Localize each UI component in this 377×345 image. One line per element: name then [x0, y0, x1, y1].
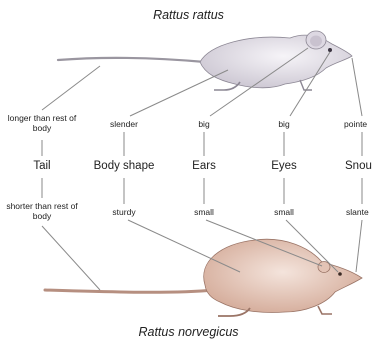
species-label-top: Rattus rattus	[0, 8, 377, 22]
norvegicus-ear	[318, 262, 330, 273]
trait-eyes: Eyes	[244, 160, 324, 172]
connector-body-top	[130, 70, 228, 116]
tail-norvegicus-desc: shorter than rest of body	[2, 202, 82, 221]
species-label-bottom: Rattus norvegicus	[0, 325, 377, 339]
connector-tail-top	[42, 66, 100, 110]
body-rattus-desc: slender	[84, 120, 164, 130]
connector-snout-top	[352, 58, 362, 116]
trait-tail: Tail	[2, 160, 82, 172]
rattus-front-leg	[300, 80, 312, 90]
snout-rattus-desc: pointe	[344, 120, 367, 130]
norvegicus-eye	[338, 272, 342, 276]
ears-rattus-desc: big	[164, 120, 244, 130]
connector-body-bottom	[128, 220, 240, 272]
norvegicus-tail	[45, 290, 215, 292]
eyes-norvegicus-desc: small	[244, 208, 324, 218]
tail-rattus-desc: longer than rest of body	[2, 114, 82, 133]
norvegicus-front-leg	[318, 306, 332, 314]
body-norvegicus-desc: sturdy	[84, 208, 164, 218]
connector-tail-bottom	[42, 226, 100, 290]
rattus-eye	[328, 48, 332, 52]
rattus-body	[200, 35, 352, 88]
connector-snout-bottom	[356, 220, 362, 272]
rattus-ear-inner	[310, 36, 322, 47]
trait-ears: Ears	[164, 160, 244, 172]
rattus-norvegicus-illustration	[45, 239, 362, 316]
ears-norvegicus-desc: small	[164, 208, 244, 218]
snout-norvegicus-desc: slante	[346, 208, 369, 218]
trait-snout: Snou	[345, 160, 372, 172]
trait-body-shape: Body shape	[84, 160, 164, 172]
eyes-rattus-desc: big	[244, 120, 324, 130]
rattus-tail	[58, 58, 205, 62]
